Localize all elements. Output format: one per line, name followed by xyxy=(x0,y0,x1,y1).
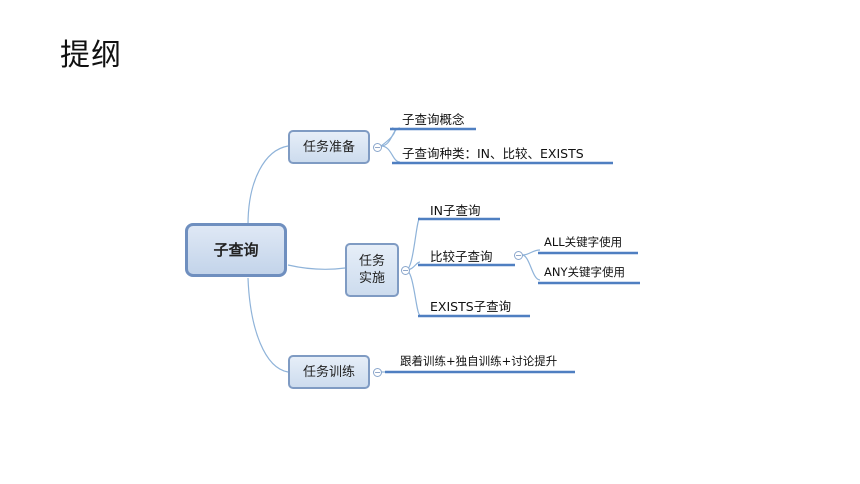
connector-compare-any xyxy=(521,254,541,281)
branch-node-implement[interactable]: 任务 实施 xyxy=(345,243,399,297)
branch-node-prepare[interactable]: 任务准备 xyxy=(288,130,370,164)
connector-impl-exists xyxy=(405,269,421,316)
branch-node-train[interactable]: 任务训练 xyxy=(288,355,370,389)
mind-map: 子查询 任务准备 − 任务 实施 − 任务训练 − 子查询概念 子查询种类：IN… xyxy=(170,90,658,405)
leaf-concept[interactable]: 子查询概念 xyxy=(402,112,465,127)
page-title: 提纲 xyxy=(60,38,122,73)
branch-label-train: 任务训练 xyxy=(302,364,355,380)
leaf-all-keyword[interactable]: ALL关键字使用 xyxy=(544,235,623,249)
leaf-train-methods[interactable]: 跟着训练+独自训练+讨论提升 xyxy=(400,354,558,368)
collapse-toggle-prepare[interactable]: − xyxy=(373,143,382,152)
leaf-exists-subquery[interactable]: EXISTS子查询 xyxy=(430,299,512,314)
collapse-toggle-implement[interactable]: − xyxy=(401,266,410,275)
leaf-types[interactable]: 子查询种类：IN、比较、EXISTS xyxy=(402,146,584,161)
branch-label-prepare: 任务准备 xyxy=(302,139,355,155)
connector-compare-all xyxy=(521,249,541,256)
leaf-compare-subquery[interactable]: 比较子查询 xyxy=(430,249,493,264)
mind-map-connectors xyxy=(247,127,640,374)
leaf-any-keyword[interactable]: ANY关键字使用 xyxy=(544,265,625,279)
connector-prepare-types xyxy=(380,145,401,163)
root-node-label: 子查询 xyxy=(213,240,259,259)
connector-root-prepare xyxy=(247,145,289,226)
collapse-toggle-compare[interactable]: − xyxy=(514,251,523,260)
connector-root-train xyxy=(247,277,289,373)
connector-root-implement xyxy=(287,264,346,270)
root-node[interactable]: 子查询 xyxy=(185,223,287,277)
branch-label-implement-line1: 任务 xyxy=(358,254,385,269)
leaf-in-subquery[interactable]: IN子查询 xyxy=(430,203,481,218)
branch-label-implement-line2: 实施 xyxy=(358,271,385,286)
collapse-toggle-train[interactable]: − xyxy=(373,368,382,377)
